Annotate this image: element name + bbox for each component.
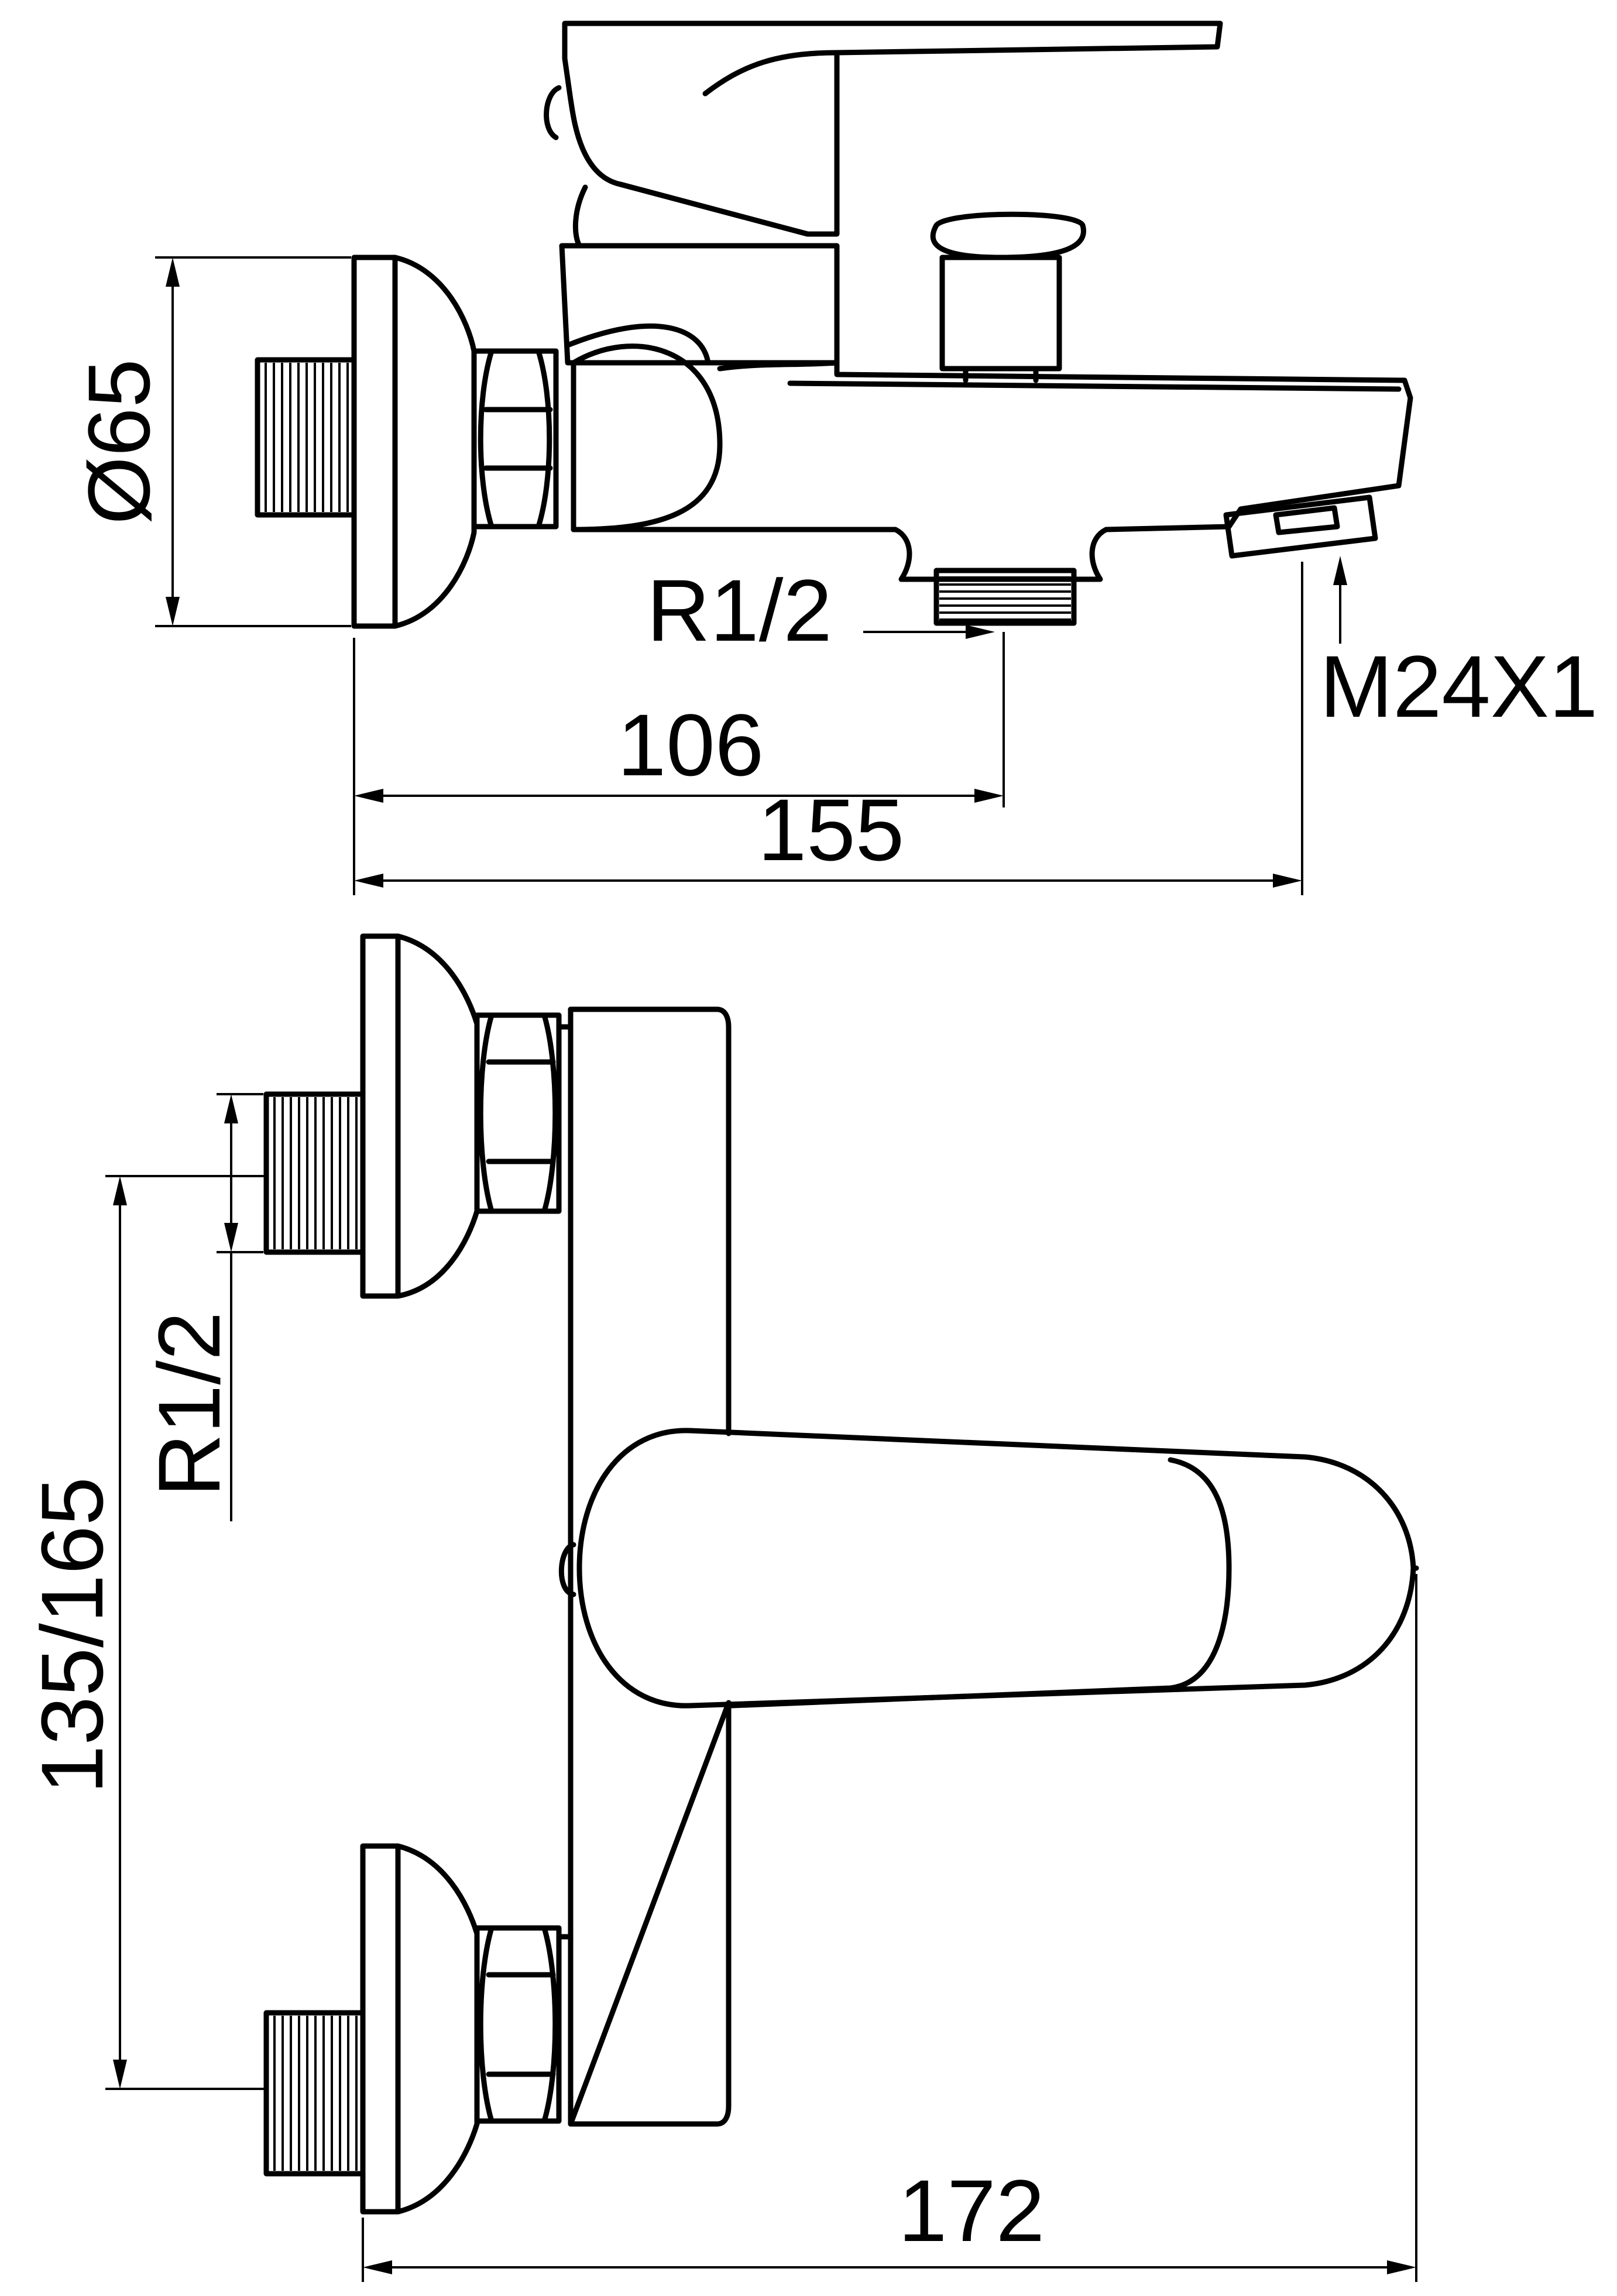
- dim-r12-top: R1/2: [647, 561, 995, 659]
- dim-106: 106: [353, 632, 1005, 895]
- outlet-thread-top: [933, 568, 1077, 626]
- mixer-body-front: [556, 1006, 732, 2127]
- dim-diameter-65: Ø65: [70, 256, 351, 627]
- label-m24x1: M24X1: [1320, 637, 1598, 735]
- inlet-thread-upper: [263, 1091, 366, 1255]
- wall-flange-top: [351, 255, 477, 629]
- label-diameter-65: Ø65: [70, 359, 168, 525]
- dim-r12-side: R1/2: [140, 1093, 263, 1521]
- wall-flange-upper: [360, 933, 480, 1299]
- diverter-knob: [930, 211, 1086, 383]
- label-172: 172: [898, 2161, 1045, 2260]
- spout-top: [717, 360, 1413, 530]
- inlet-thread-top: [255, 357, 357, 518]
- front-view: [263, 933, 1419, 2215]
- label-106: 106: [617, 696, 764, 794]
- lever-side: [544, 20, 1223, 249]
- label-r12-side: R1/2: [140, 1312, 238, 1497]
- hex-nut-lower: [474, 1925, 562, 2124]
- wall-flange-lower: [360, 1843, 480, 2215]
- top-view: [255, 20, 1413, 629]
- lever-front: [558, 1428, 1419, 1709]
- label-135-165: 135/165: [23, 1477, 121, 1794]
- aerator: [1223, 494, 1378, 559]
- mixer-body-top: [559, 243, 1232, 582]
- dim-135-165: 135/165: [23, 1175, 266, 2090]
- label-r12-top: R1/2: [647, 561, 832, 659]
- inlet-thread-lower: [263, 2010, 366, 2177]
- dim-155: 155: [354, 562, 1303, 895]
- label-155: 155: [758, 781, 904, 879]
- hex-nut-top: [471, 348, 559, 530]
- dim-172: 172: [362, 1574, 1417, 2282]
- dim-m24: M24X1: [1320, 556, 1598, 735]
- hex-nut-upper: [474, 1012, 562, 1214]
